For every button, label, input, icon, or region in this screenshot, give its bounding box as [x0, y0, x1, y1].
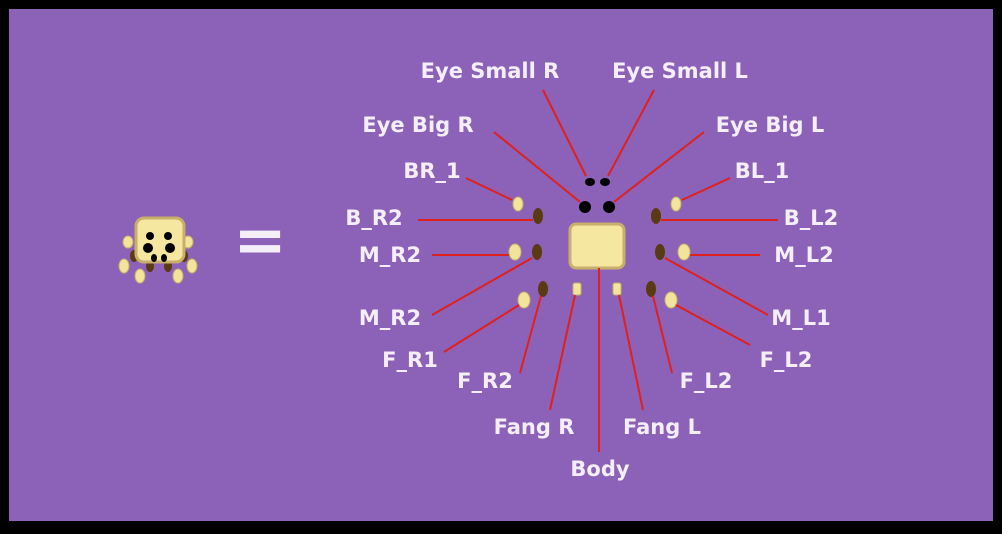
m-l2-dark-part — [655, 244, 665, 260]
label-b-r2: B_R2 — [345, 206, 402, 230]
label-bl-1: BL_1 — [735, 159, 790, 183]
sprite-leg — [122, 235, 134, 249]
body-part — [568, 222, 626, 270]
f-l2-inner-part — [646, 281, 656, 297]
leader-line-eye-small-r — [542, 89, 587, 177]
sprite-fang — [151, 254, 157, 262]
leader-line-eye-big-l — [613, 131, 705, 203]
leader-line-f-l2-inner — [652, 295, 673, 374]
label-br-1: BR_1 — [403, 159, 460, 183]
spider-sprite-icon — [118, 216, 198, 284]
f-r2-part — [538, 281, 548, 297]
m-r2-dark-part — [532, 244, 542, 260]
b-l2-part — [651, 208, 661, 224]
label-f-r1: F_R1 — [382, 348, 438, 372]
b-r2-part — [533, 208, 543, 224]
label-eye-small-r: Eye Small R — [421, 59, 560, 83]
m-r2-bright-part — [508, 243, 522, 261]
exploded-parts — [508, 178, 691, 309]
leader-line-m-r2-lower — [431, 257, 533, 316]
label-eye-small-l: Eye Small L — [612, 59, 748, 83]
sprite-leg — [118, 258, 130, 274]
leader-line-f-l2-outer — [675, 304, 751, 346]
eye-small-r-part — [585, 178, 595, 186]
sprite-body — [134, 216, 186, 264]
leader-line-m-l1 — [664, 257, 769, 316]
eye-big-r-part — [579, 201, 591, 213]
leader-line-f-r2 — [519, 295, 542, 374]
eye-big-l-part — [603, 201, 615, 213]
leader-line-fang-r — [549, 294, 576, 411]
part-labels: Eye Small R Eye Small L Eye Big R Eye Bi… — [345, 59, 838, 481]
leader-lines — [418, 89, 778, 452]
label-f-l2-outer: F_L2 — [760, 348, 813, 372]
sprite-leg — [172, 268, 184, 284]
sprite-fang — [161, 254, 167, 262]
leader-line-eye-big-r — [493, 131, 581, 203]
eye-small-l-part — [600, 178, 610, 186]
label-fang-l: Fang L — [623, 415, 701, 439]
f-r1-part — [517, 291, 531, 309]
sprite-leg — [186, 258, 198, 274]
leader-line-br-1 — [465, 177, 513, 201]
label-b-l2: B_L2 — [784, 206, 839, 230]
sprite-eye — [146, 232, 154, 240]
label-m-r2-upper: M_R2 — [359, 243, 421, 267]
equals-sign: = — [233, 204, 287, 278]
label-f-r2: F_R2 — [457, 369, 513, 393]
background-panel — [9, 9, 993, 521]
sprite-eye — [164, 232, 172, 240]
label-eye-big-l: Eye Big L — [716, 113, 825, 137]
bl-1-part — [670, 196, 682, 212]
fang-r-part — [572, 282, 582, 296]
f-l2-outer-part — [664, 291, 678, 309]
leader-line-f-r1 — [443, 304, 520, 353]
br-1-part — [512, 196, 524, 212]
sprite-eye — [143, 243, 153, 253]
label-fang-r: Fang R — [494, 415, 575, 439]
sprite-eye — [165, 243, 175, 253]
label-m-r2-lower: M_R2 — [359, 306, 421, 330]
label-m-l1: M_L1 — [771, 306, 830, 330]
sprite-leg — [134, 268, 146, 284]
leader-line-eye-small-l — [607, 89, 655, 177]
m-l2-part — [677, 243, 691, 261]
leader-line-fang-l — [618, 294, 644, 411]
leader-line-bl-1 — [681, 177, 731, 201]
label-eye-big-r: Eye Big R — [362, 113, 473, 137]
label-m-l2: M_L2 — [774, 243, 833, 267]
fang-l-part — [612, 282, 622, 296]
label-f-l2-inner: F_L2 — [680, 369, 733, 393]
label-body: Body — [570, 457, 629, 481]
